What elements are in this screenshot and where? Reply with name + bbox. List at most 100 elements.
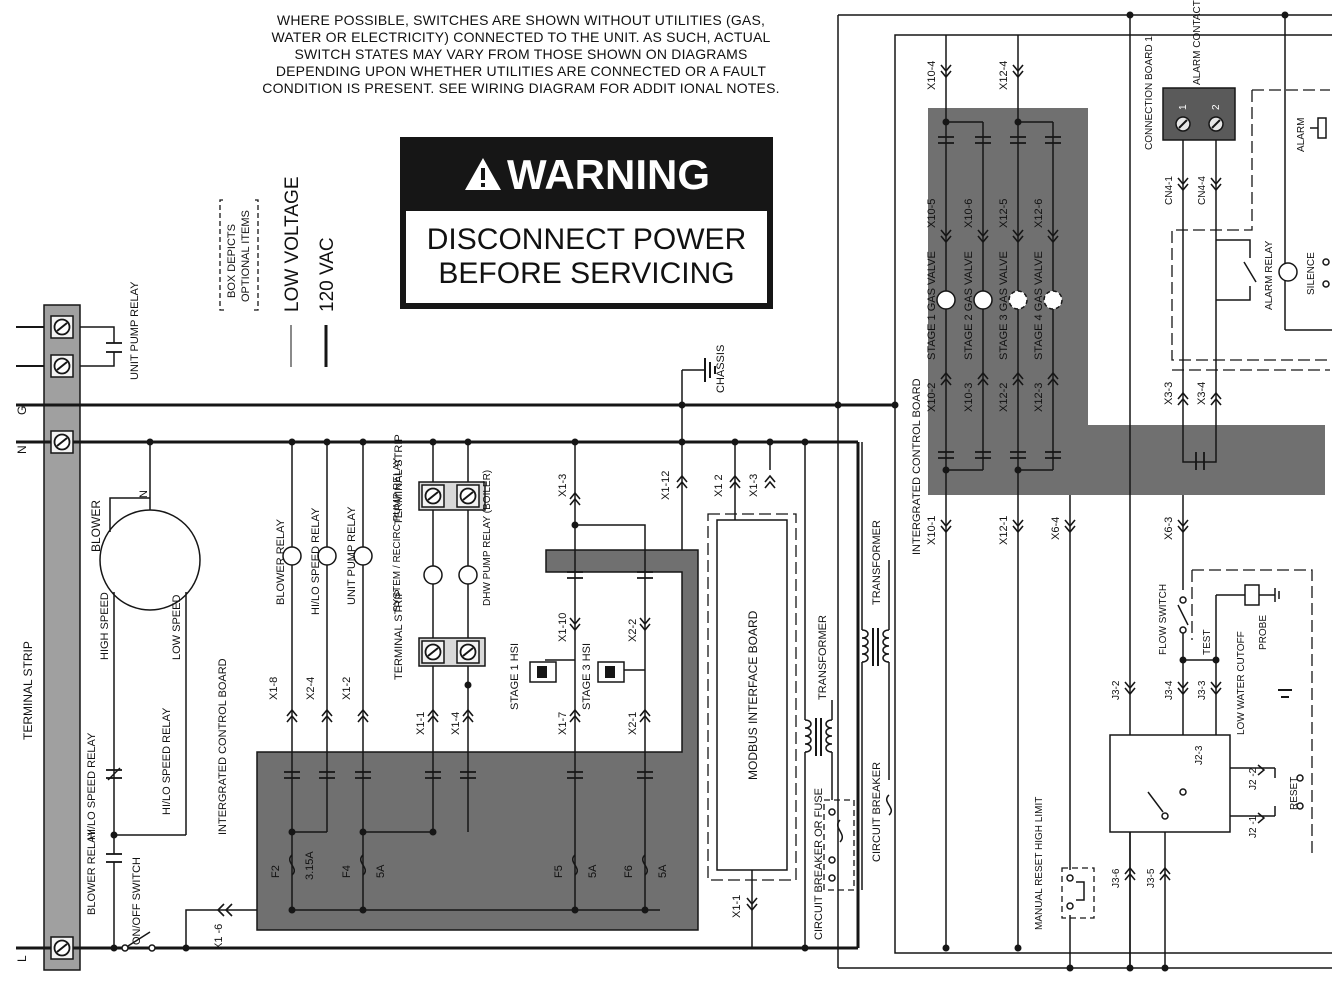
legend-box-line2: OPTIONAL ITEMS xyxy=(240,210,252,302)
terminal-screw-1 xyxy=(50,315,74,339)
x12-2-label: X12-2 xyxy=(998,383,1010,412)
x10-1-label: X10-1 xyxy=(926,516,938,545)
modbus-optional-box xyxy=(707,513,797,881)
flow-switch-label: FLOW SWITCH xyxy=(1158,584,1169,655)
pin-x1-3-label: X1-3 xyxy=(557,474,569,497)
x10-5-label: X10-5 xyxy=(926,199,938,228)
circuit-breaker-fuse-symbol xyxy=(828,808,843,882)
j3-3-label: J3-3 xyxy=(1197,680,1208,700)
manual-reset-label: MANUAL RESET HIGH LIMIT xyxy=(1034,797,1045,930)
legend: BOX DEPICTS OPTIONAL ITEMS LOW VOLTAGE 1… xyxy=(219,177,338,367)
utility-note: WHERE POSSIBLE, SWITCHES ARE SHOWN WITHO… xyxy=(236,12,806,97)
blower-label: BLOWER xyxy=(89,500,103,552)
legend-low-voltage: LOW VOLTAGE xyxy=(282,177,303,313)
note-line-4: DEPENDING UPON WHETHER UTILITIES ARE CON… xyxy=(275,63,767,79)
terminal-screw-l xyxy=(50,936,74,960)
note-line-1: WHERE POSSIBLE, SWITCHES ARE SHOWN WITHO… xyxy=(276,12,766,28)
x1-6-connector xyxy=(216,903,233,917)
lwco-battery-icon xyxy=(1278,689,1292,698)
stage1-hsi-label: STAGE 1 HSI xyxy=(509,643,521,710)
main-rails xyxy=(16,326,895,950)
cb-terminal-2: 2 xyxy=(1211,104,1222,110)
rail-n-label: N xyxy=(15,445,29,454)
j2-3-label: J2-3 xyxy=(1194,745,1205,765)
unit-pump-relay-coil xyxy=(353,546,373,566)
terminal-strip-rail xyxy=(43,304,81,971)
chassis-label: CHASSIS xyxy=(715,345,727,393)
stage3-gas-valve-coil xyxy=(1008,290,1028,310)
fuse-f5-label: F5 xyxy=(553,865,565,878)
hilo-relay-contact-label-1: HI/LO SPEED RELAY xyxy=(86,732,98,840)
connection-board-label: CONNECTION BOARD 1 xyxy=(1144,36,1155,150)
system-pump-relay-label: SYSTEM / RECIRC PUMP RELAY xyxy=(392,458,403,612)
fuse-f2-rating: 3.15A xyxy=(304,851,316,880)
x12-6-label: X12-6 xyxy=(1033,199,1045,228)
transformer-2-label: TRANSFORMER xyxy=(871,520,883,605)
connection-board-screw-2 xyxy=(1208,116,1224,132)
rail-g-label: G xyxy=(15,406,29,415)
chassis-ground-icon xyxy=(681,358,716,550)
note-line-5: CONDITION IS PRESENT. SEE WIRING DIAGRAM… xyxy=(262,80,780,96)
manual-reset-high-limit xyxy=(1066,874,1085,910)
pin-x1-3b-label: X1-3 xyxy=(748,474,760,497)
x10-3-label: X10-3 xyxy=(963,383,975,412)
x12-1-label: X12-1 xyxy=(998,516,1010,545)
pin-x1-8-label: X1-8 xyxy=(268,677,280,700)
probe-icon xyxy=(1244,584,1280,606)
blower-motor xyxy=(99,442,201,948)
pin-x1-2b-label: X1 2 xyxy=(713,474,725,497)
stage1-gas-valve-coil xyxy=(936,290,956,310)
reset-label: RESET xyxy=(1289,777,1300,810)
blower-n-label: N xyxy=(138,490,150,498)
flow-switch xyxy=(1177,594,1245,735)
breaker-optional-box xyxy=(823,799,855,891)
unit-pump-relay-contact-label: UNIT PUMP RELAY xyxy=(129,281,141,380)
pump-terminal-strip-top xyxy=(418,481,486,511)
fuse-f5-rating: 5A xyxy=(587,864,599,878)
stage4-gas-valve-label: STAGE 4 GAS VALVE xyxy=(1033,251,1045,360)
stage2-gas-valve-coil xyxy=(973,290,993,310)
unit-pump-relay-coil-label: UNIT PUMP RELAY xyxy=(346,506,358,605)
x12-5-label: X12-5 xyxy=(998,199,1010,228)
alarm-contacts-label: ALARM CONTACTS xyxy=(1192,0,1203,85)
gas-valve-wiring xyxy=(945,35,1054,948)
control-board-right xyxy=(928,108,1325,495)
pin-x1-12-label: X1-12 xyxy=(660,471,672,500)
connection-board-screw-1 xyxy=(1175,116,1191,132)
legend-120vac: 120 VAC xyxy=(317,237,338,312)
note-line-2: WATER OR ELECTRICITY) CONNECTED TO THE U… xyxy=(271,29,771,45)
terminal-strip-top-label: TERMINAL STRIP xyxy=(393,434,405,525)
j3-2-label: J3-2 xyxy=(1111,680,1122,700)
onoff-switch-label: ON/OFF SWITCH xyxy=(131,857,143,945)
warning-line-1: DISCONNECT POWER xyxy=(426,223,747,256)
pin-x1-10-label: X1-10 xyxy=(557,613,569,642)
terminal-strip-label: TERMINAL STRIP xyxy=(21,641,35,740)
blower-relay-coil-label: BLOWER RELAY xyxy=(275,518,287,605)
dhw-pump-relay-coil xyxy=(458,565,478,585)
fuse-f2-label: F2 xyxy=(270,865,282,878)
alarm-relay-label: ALARM RELAY xyxy=(1264,240,1275,310)
lwco-label: LOW WATER CUTOFF xyxy=(1236,631,1247,735)
terminal-strip-bottom-label: TERMINAL STRIP xyxy=(393,589,405,680)
stage4-gas-valve-coil xyxy=(1043,290,1063,310)
lwco-module xyxy=(1109,734,1231,833)
cb-terminal-1: 1 xyxy=(1178,104,1189,110)
fuse-f6-rating: 5A xyxy=(657,864,669,878)
pin-x1-4-label: X1-4 xyxy=(450,712,462,735)
pump-terminal-strip-bottom xyxy=(418,637,486,667)
x3-4-label: X3-4 xyxy=(1196,382,1208,405)
stage3-hsi-igniter xyxy=(597,661,625,683)
warning-message: DISCONNECT POWER BEFORE SERVICING xyxy=(406,211,767,303)
hilo-relay-coil xyxy=(317,546,337,566)
j3-4-label: J3-4 xyxy=(1164,680,1175,700)
pin-x1-2-label: X1-2 xyxy=(341,677,353,700)
x10-4-label: X10-4 xyxy=(926,61,938,90)
onoff-switch xyxy=(121,931,156,952)
silence-label: SILENCE xyxy=(1306,252,1317,295)
warning-heading: WARNING xyxy=(400,147,773,203)
x6-3-label: X6-3 xyxy=(1163,517,1175,540)
alarm-optional-box xyxy=(1171,89,1330,361)
x3-3-label: X3-3 xyxy=(1163,382,1175,405)
terminal-screw-2 xyxy=(50,354,74,378)
x6-4-label: X6-4 xyxy=(1050,517,1062,540)
